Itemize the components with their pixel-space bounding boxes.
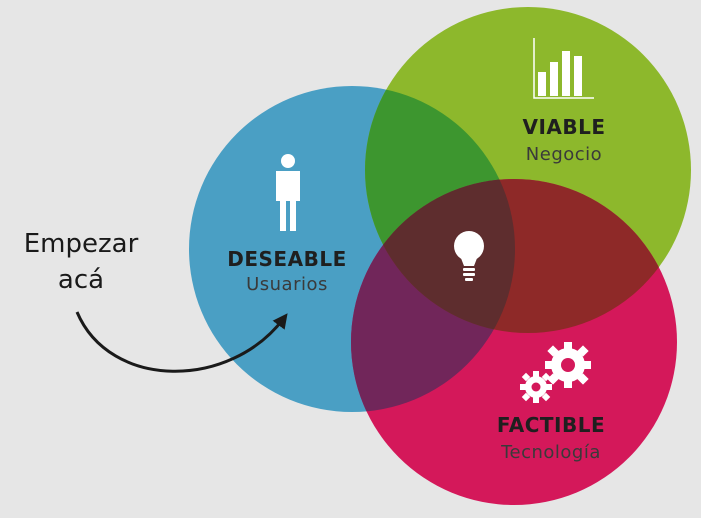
center-overlap bbox=[365, 179, 515, 333]
factible-subtitle: Tecnología bbox=[500, 442, 601, 463]
lightbulb-icon bbox=[454, 231, 484, 281]
viable-title: VIABLE bbox=[522, 115, 605, 139]
start-arrow bbox=[75, 311, 288, 373]
start-label-line2: acá bbox=[57, 265, 105, 295]
bar-chart-icon bbox=[533, 38, 594, 99]
person-icon bbox=[276, 154, 300, 231]
deseable-title: DESEABLE bbox=[227, 247, 346, 271]
gears-icon bbox=[520, 342, 591, 403]
viable-subtitle: Negocio bbox=[526, 144, 602, 165]
start-label: Empezar acá bbox=[6, 226, 156, 298]
start-label-line1: Empezar bbox=[23, 229, 139, 259]
factible-title: FACTIBLE bbox=[497, 413, 605, 437]
deseable-subtitle: Usuarios bbox=[246, 274, 328, 295]
